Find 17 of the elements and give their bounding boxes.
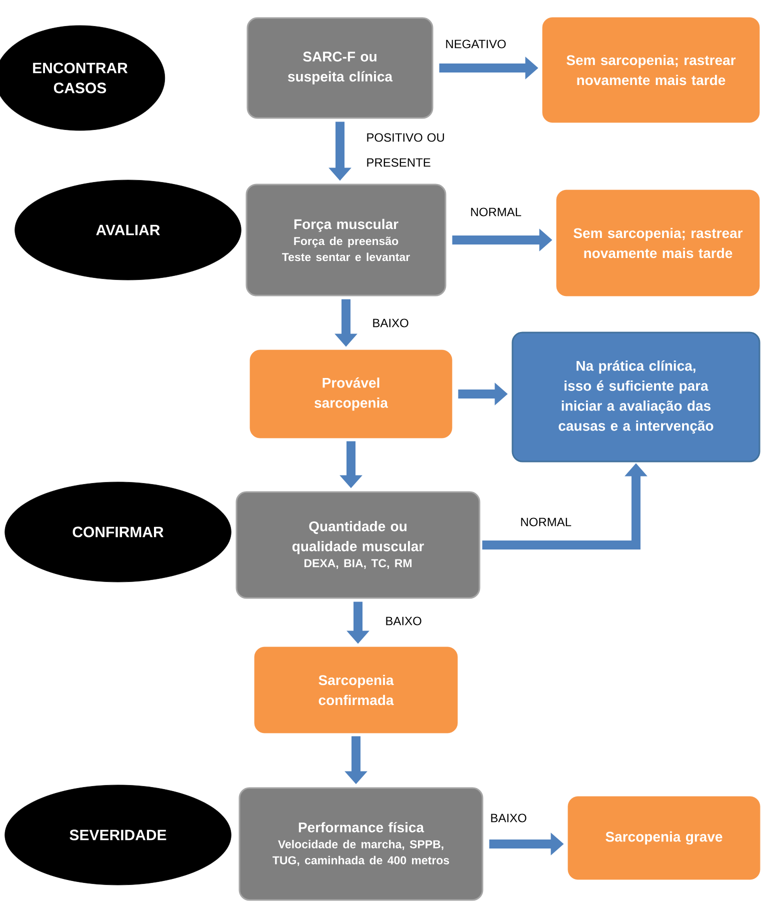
process-box: Força muscular Força de preensão Teste sentar e levantar: [246, 184, 446, 296]
edge-label: BAIXO: [386, 616, 422, 626]
edge-label: POSITIVO OU PRESENTE: [367, 133, 444, 167]
edge-label: NORMAL: [521, 518, 572, 526]
process-box: Performance física Velocidade de marcha, SPPB, TUG, caminhada de 400 metros: [238, 787, 484, 901]
outcome-box: Provável sarcopenia: [250, 350, 452, 438]
edge-label: BAIXO: [373, 318, 408, 328]
outcome-box: Sem sarcopenia; rastrear novamente mais tarde: [556, 190, 760, 296]
outcome-box: Sarcopenia confirmada: [254, 646, 458, 734]
edge-label: NORMAL: [471, 208, 522, 216]
outcome-box: Sarcopenia grave: [568, 796, 760, 880]
outcome-box: Sem sarcopenia; rastrear novamente mais tarde: [542, 17, 760, 123]
process-box: Quantidade ou qualidade muscular DEXA, BIA, TC, RM: [236, 491, 480, 599]
note-box: Na prática clínica, isso é suficiente para iniciar a avaliação das causas e a intervenção: [512, 332, 760, 462]
edge-label: NEGATIVO: [446, 40, 506, 48]
process-box: SARC-F ou suspeita clínica: [246, 17, 434, 119]
edge-label: BAIXO: [491, 814, 526, 822]
